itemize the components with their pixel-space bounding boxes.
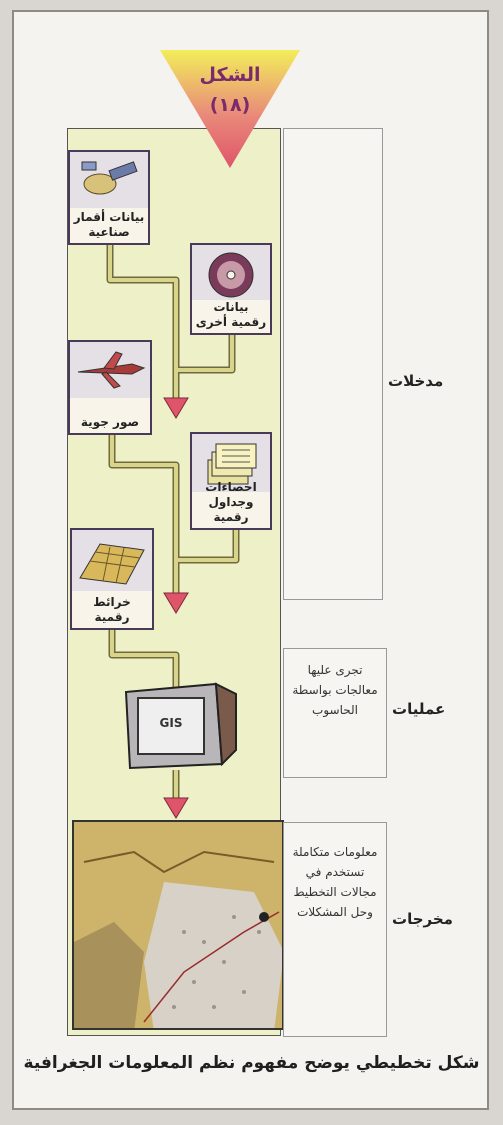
figure-caption: شكل تخطيطي يوضح مفهوم نظم المعلومات الجغ…: [23, 1053, 480, 1073]
input-card-aerial: صور جوية: [68, 340, 152, 435]
arrow-3: [163, 797, 189, 819]
airplane-icon: [70, 342, 150, 399]
outputs-note: معلومات متكاملة تستخدم في مجالات التخطيط…: [292, 845, 378, 919]
processes-box: [283, 648, 387, 778]
disc-icon: [192, 245, 270, 300]
tables-icon: [192, 434, 270, 493]
computer-icon: GIS: [112, 680, 242, 772]
computer-screen-label: GIS: [159, 716, 183, 730]
figure-number: (١٨): [209, 94, 251, 116]
outputs-section-label: مخرجات: [392, 910, 453, 928]
input-card-satellite: بيانات أقمار صناعية: [68, 150, 150, 245]
pipe-tables: [176, 530, 240, 564]
arrow-2: [163, 592, 189, 614]
output-map: [72, 820, 284, 1030]
inputs-section-label: مدخلات: [388, 372, 444, 390]
input-label-tables: احصاءات وجداول رقمية: [205, 480, 257, 524]
pipe-disc: [176, 335, 236, 374]
outputs-box: [283, 822, 387, 1037]
arrow-1: [163, 397, 189, 419]
input-card-tables: احصاءات وجداول رقمية: [190, 432, 272, 530]
inputs-bracket: [283, 128, 383, 600]
input-card-map: خرائط رقمية: [70, 528, 154, 630]
processes-section-label: عمليات: [392, 700, 446, 718]
figure-title-word: الشكل: [199, 64, 261, 86]
input-label-satellite: بيانات أقمار صناعية: [73, 210, 145, 239]
input-label-map: خرائط رقمية: [93, 595, 131, 624]
input-label-aerial: صور جوية: [80, 415, 140, 429]
processes-note: تجرى عليها معالجات بواسطة الحاسوب: [292, 663, 378, 717]
satellite-icon: [70, 152, 148, 209]
title-triangle: [160, 50, 300, 168]
figure-title: الشكل (١٨): [160, 60, 300, 120]
input-label-disc: بيانات رقمية أخرى: [195, 300, 267, 329]
input-card-disc: بيانات رقمية أخرى: [190, 243, 272, 335]
map-grid-icon: [72, 530, 152, 591]
